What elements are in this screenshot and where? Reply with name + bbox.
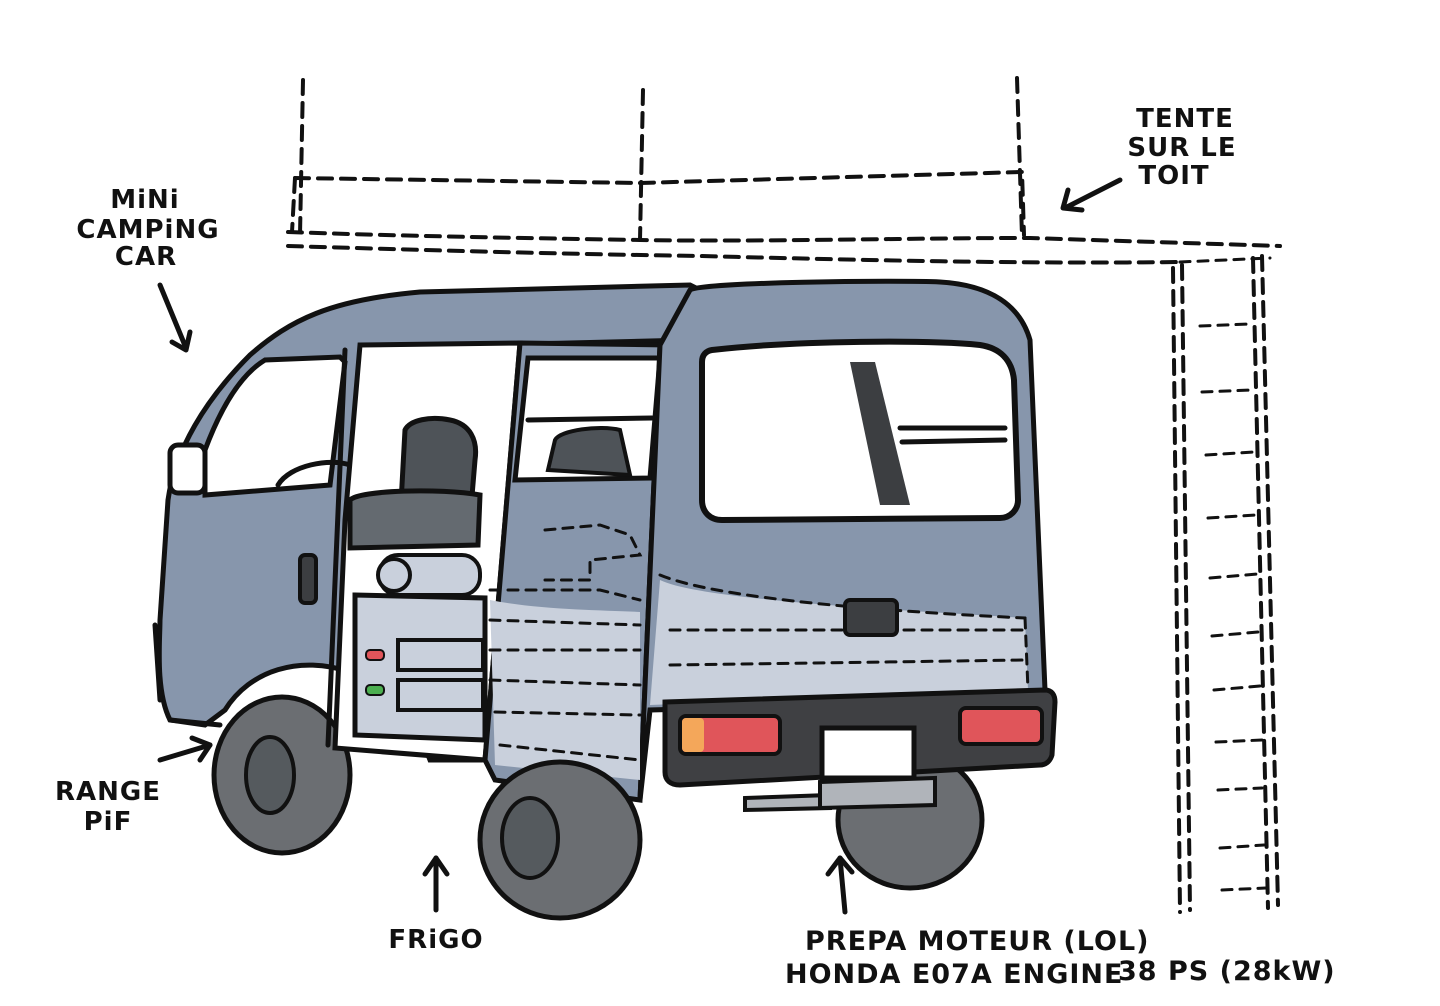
label-engine-line1: PREPA MOTEUR (LOL) (805, 926, 1150, 957)
rear-door-handle (843, 598, 899, 637)
tent-ladder (1171, 254, 1280, 914)
rear-window (699, 338, 1022, 524)
label-camping-car-line3: CAR (115, 242, 177, 272)
taillight-left (678, 714, 782, 756)
label-tent: TENTE SUR LE TOIT (1127, 104, 1236, 191)
interior-layout-ghost (650, 580, 1028, 705)
label-engine: PREPA MOTEUR (LOL) HONDA E07A ENGINE 38 … (785, 926, 1336, 990)
door-handle (298, 553, 318, 605)
label-camping-car-line2: CAMPiNG (76, 215, 219, 245)
license-plate (819, 725, 917, 781)
label-range-pif-line1: RANGE (55, 777, 161, 807)
label-tent-line3: TOIT (1138, 161, 1209, 191)
label-tent-line1: TENTE (1136, 104, 1234, 134)
exhaust-pipe (743, 775, 937, 813)
taillight-right (958, 706, 1044, 746)
fridge-unit (352, 553, 488, 743)
label-range-pif: RANGE PiF (55, 777, 161, 837)
label-engine-power: 38 PS (28kW) (1118, 956, 1336, 987)
interior-dashed-lines (488, 523, 1030, 762)
front-wheel (211, 694, 353, 856)
label-camping-car-line1: MiNi (110, 185, 179, 215)
arrow-icon (157, 177, 1123, 915)
label-tent-line2: SUR LE (1127, 133, 1236, 163)
label-frigo: FRiGO (388, 925, 483, 955)
label-range-pif-line2: PiF (84, 807, 133, 837)
side-mirror (167, 442, 208, 496)
label-engine-line2: HONDA E07A ENGINE (785, 959, 1123, 990)
roof-tent-outline (286, 76, 1282, 265)
van (152, 278, 1058, 921)
label-camping-car: MiNi CAMPiNG CAR (76, 185, 219, 272)
seat (347, 415, 483, 551)
rear-wheel-near (477, 759, 643, 921)
